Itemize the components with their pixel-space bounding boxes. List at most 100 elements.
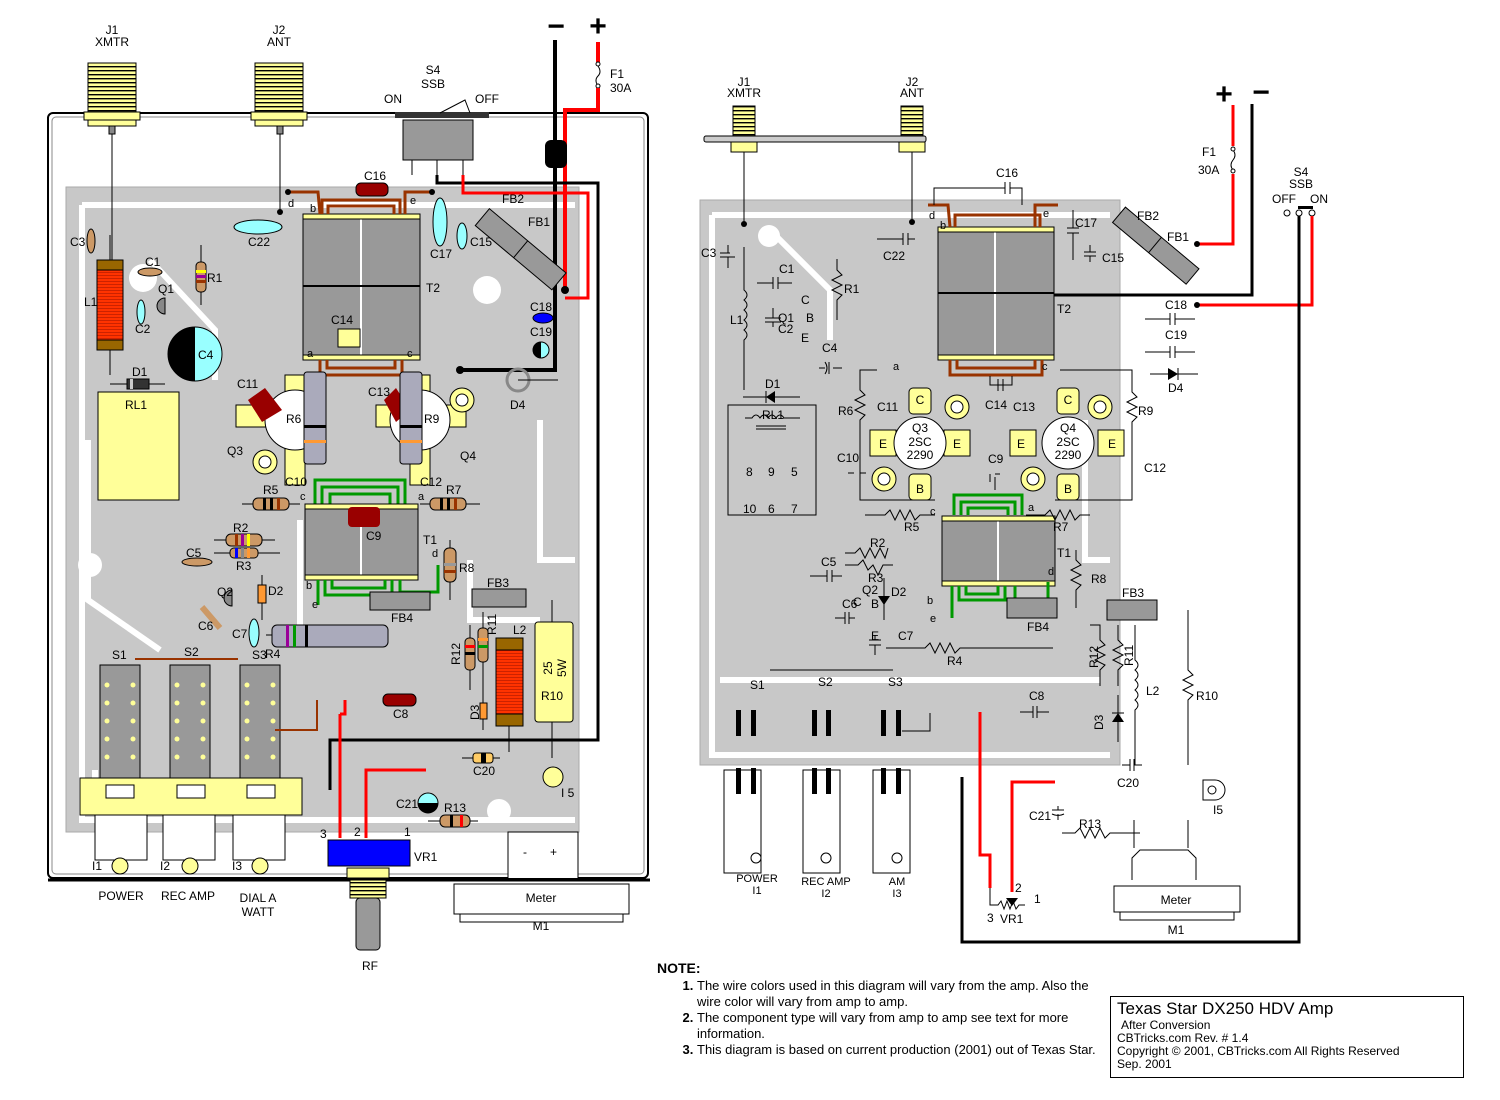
svg-text:R6: R6 (286, 412, 302, 426)
right-resistors (845, 508, 1195, 840)
left-r2-resistor (214, 533, 275, 547)
right-s4-label: SSB (1289, 177, 1313, 191)
left-c6 (199, 605, 223, 630)
left-vr1-ref: VR1 (414, 850, 438, 864)
left-vr1-pin1: 1 (404, 825, 411, 839)
svg-text:c: c (407, 348, 413, 360)
left-ssb-switch-s4[interactable] (395, 99, 489, 175)
svg-text:C22: C22 (883, 249, 905, 263)
svg-text:E: E (801, 331, 809, 345)
svg-text:C16: C16 (364, 169, 386, 183)
right-i1-label: POWER (736, 873, 778, 885)
right-rl1-pin-5: 5 (791, 465, 798, 479)
svg-text:R1: R1 (207, 271, 223, 285)
svg-text:T1: T1 (423, 533, 437, 547)
svg-text:Q4: Q4 (460, 449, 476, 463)
svg-text:C1: C1 (779, 262, 795, 276)
left-switch-s1[interactable] (99, 664, 141, 796)
j2-label: ANT (267, 35, 292, 49)
diagram-title: Texas Star DX250 HDV Amp (1117, 999, 1334, 1018)
j2-ref-label: J2 (273, 23, 286, 37)
svg-text:R8: R8 (1091, 572, 1107, 586)
left-switch-s3[interactable] (239, 664, 281, 796)
right-pot-vr1[interactable] (989, 888, 1025, 911)
svg-text:E: E (1017, 437, 1025, 451)
svg-text:d: d (929, 210, 935, 222)
right-d4-diode (1150, 368, 1198, 380)
svg-text:RL1: RL1 (125, 398, 147, 412)
svg-text:R7: R7 (446, 483, 462, 497)
svg-text:C12: C12 (420, 475, 442, 489)
svg-text:C16: C16 (996, 166, 1018, 180)
right-vr1-ref: VR1 (1000, 912, 1024, 926)
right-fuse-rating: 30A (1198, 163, 1219, 177)
right-meter-label: Meter (1161, 893, 1192, 907)
left-d1-diode (110, 378, 165, 390)
left-c17 (432, 197, 448, 247)
left-s4-black-wire (328, 175, 600, 790)
svg-text:B: B (916, 482, 924, 496)
svg-text:R5: R5 (263, 483, 279, 497)
right-fb3 (1106, 599, 1158, 621)
right-i2-label: REC AMP (801, 876, 851, 888)
left-r1-resistor (195, 245, 207, 305)
right-i1-ref: I1 (752, 885, 761, 897)
svg-text:FB3: FB3 (1122, 586, 1144, 600)
svg-text:R9: R9 (424, 412, 440, 426)
right-j2-ref: J2 (906, 75, 919, 89)
left-c5 (181, 557, 213, 567)
svg-text:R4: R4 (265, 647, 281, 661)
right-q3-transistor[interactable] (869, 387, 971, 501)
left-c4-electrolytic (167, 326, 223, 382)
left-c2 (136, 299, 146, 325)
left-switch-s2[interactable] (169, 664, 211, 796)
right-vr1-pin1: 1 (1034, 892, 1041, 906)
right-rl1-pin-8: 8 (746, 465, 753, 479)
right-vr1-red-wire-2 (1010, 780, 1055, 892)
right-switch-s3[interactable] (872, 710, 911, 874)
right-meter-ref: M1 (1168, 923, 1185, 937)
grommet (545, 140, 567, 168)
note-item: The wire colors used in this diagram wil… (697, 978, 1097, 1010)
svg-text:e: e (410, 195, 416, 207)
svg-text:C18: C18 (1165, 298, 1187, 312)
right-fuse-f1 (1230, 149, 1236, 171)
svg-text:C8: C8 (393, 707, 409, 721)
right-r9-resistor (1055, 369, 1139, 501)
svg-text:b: b (940, 220, 946, 232)
svg-text:D1: D1 (765, 377, 781, 391)
left-fb4 (369, 591, 431, 611)
svg-text:R7: R7 (1053, 520, 1069, 534)
right-meter-m1 (1113, 820, 1241, 921)
svg-text:Q3: Q3 (227, 444, 243, 458)
left-vr1-red-wire-2 (364, 768, 426, 838)
left-rf-knob[interactable] (355, 897, 381, 951)
right-switch-s1[interactable] (723, 710, 762, 874)
svg-text:I 5: I 5 (561, 786, 575, 800)
left-pot-vr1[interactable] (327, 839, 411, 867)
svg-text:L2: L2 (1146, 684, 1160, 698)
left-t2-label: T2 (426, 281, 440, 295)
notes-block: NOTE: The wire colors used in this diagr… (657, 960, 1097, 1058)
svg-text:D1: D1 (132, 365, 148, 379)
right-switch-s2[interactable] (802, 710, 841, 874)
right-s4-off: OFF (1272, 192, 1296, 206)
left-r10-label: R10 (541, 689, 563, 703)
svg-text:b: b (927, 595, 933, 607)
svg-text:a: a (893, 361, 900, 373)
svg-text:D3: D3 (1092, 714, 1106, 730)
right-r1-resistor (830, 259, 844, 320)
left-c21 (417, 792, 439, 814)
left-l2-inductor (495, 637, 524, 752)
svg-text:C9: C9 (988, 452, 1004, 466)
right-q4-transistor[interactable] (1009, 387, 1125, 501)
svg-text:C: C (916, 393, 925, 407)
j2-connector (250, 62, 308, 215)
svg-text:R3: R3 (868, 571, 884, 585)
right-s1-label: S1 (750, 678, 765, 692)
right-ssb-switch-s4[interactable] (1283, 206, 1316, 217)
right-vr1-pin2: 2 (1015, 881, 1022, 895)
left-fb3 (471, 588, 527, 608)
svg-text:R2: R2 (233, 521, 249, 535)
